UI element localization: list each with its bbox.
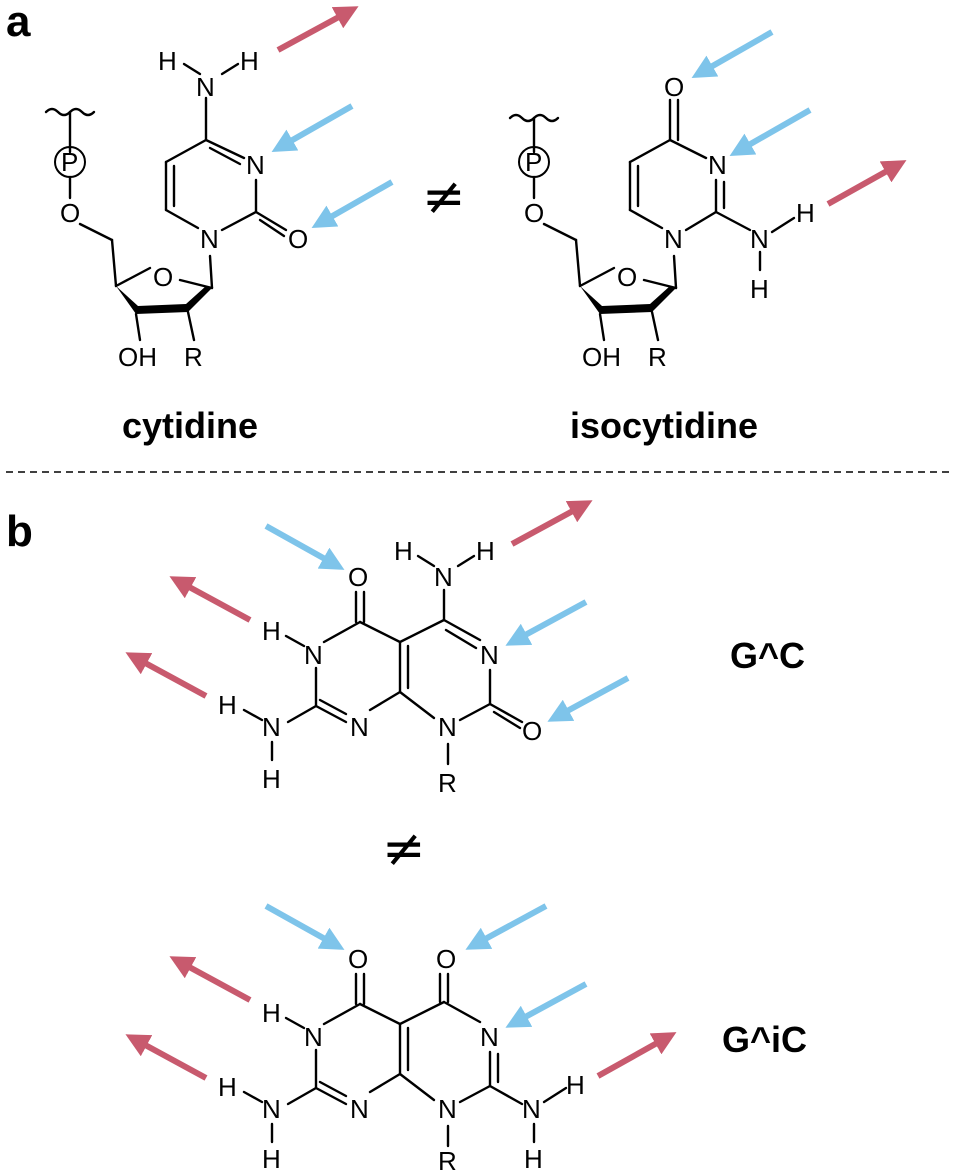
gc-structure: N N O H N H H N N O R (125, 500, 630, 798)
atom-H: H (524, 1144, 543, 1174)
label-isocytidine: isocytidine (570, 405, 758, 446)
not-equal-a: ≠ (422, 167, 466, 227)
atom-H: H (218, 690, 237, 720)
atom-OH: OH (582, 342, 621, 372)
atom-H: H (566, 1070, 585, 1100)
atom-N: N (438, 712, 457, 742)
acceptor-arrow (264, 903, 345, 950)
atom-N: N (480, 640, 499, 670)
donor-arrow (125, 1034, 208, 1081)
atom-R: R (438, 1146, 457, 1174)
atom-O: O (664, 72, 684, 102)
acceptor-arrow (505, 981, 588, 1028)
atom-N: N (304, 1022, 323, 1052)
label-gc: G^C (730, 635, 805, 676)
atom-N: N (262, 1094, 281, 1124)
donor-arrow (276, 6, 359, 53)
atom-H: H (750, 274, 769, 304)
atom-N: N (664, 224, 683, 254)
atom-N: N (246, 150, 265, 180)
acceptor-arrow (264, 523, 345, 570)
donor-arrow (169, 956, 252, 1003)
acceptor-arrow (729, 107, 812, 156)
atom-N: N (350, 712, 369, 742)
panel-label-b: b (6, 507, 33, 556)
acceptor-arrow (311, 179, 394, 228)
acceptor-arrow (465, 903, 548, 950)
label-gic: G^iC (722, 1019, 807, 1060)
acceptor-arrow (271, 103, 354, 152)
donor-arrow (826, 160, 907, 207)
atom-H: H (262, 616, 281, 646)
acceptor-arrow (547, 675, 630, 722)
atom-O: O (522, 716, 542, 746)
atom-N: N (708, 150, 727, 180)
atom-H: H (394, 536, 413, 566)
atom-O: O (348, 944, 368, 974)
atom-N: N (304, 640, 323, 670)
atom-OH: OH (118, 342, 157, 372)
atom-H: H (262, 764, 281, 794)
atom-H: H (262, 1144, 281, 1174)
atom-O: O (348, 562, 368, 592)
gic-structure: N N O H N H H N N N H H R (125, 903, 677, 1174)
atom-O: O (60, 198, 80, 228)
isocytidine-structure: P O O OH R N N N H H O (508, 29, 907, 372)
donor-arrow (169, 576, 252, 623)
atom-H: H (158, 46, 177, 76)
donor-arrow (596, 1032, 677, 1079)
atom-O: O (524, 198, 544, 228)
atom-P: P (525, 147, 542, 177)
cytidine-structure: P O O OH R N N O N H H (44, 6, 394, 372)
atom-H: H (476, 536, 495, 566)
atom-H: H (218, 1072, 237, 1102)
atom-N: N (196, 72, 215, 102)
atom-R: R (184, 342, 203, 372)
acceptor-arrow (691, 29, 774, 78)
atom-P: P (61, 147, 78, 177)
atom-N: N (750, 224, 769, 254)
atom-N: N (200, 224, 219, 254)
atom-N: N (350, 1094, 369, 1124)
atom-O: O (436, 944, 456, 974)
not-equal-b: ≠ (382, 819, 426, 879)
panel-label-a: a (6, 0, 31, 46)
atom-H: H (262, 998, 281, 1028)
donor-arrow (510, 500, 593, 547)
atom-R: R (648, 342, 667, 372)
atom-N: N (480, 1022, 499, 1052)
atom-N: N (438, 1094, 457, 1124)
acceptor-arrow (505, 599, 588, 646)
atom-O: O (288, 224, 308, 254)
atom-H: H (240, 46, 259, 76)
atom-O: O (617, 262, 637, 292)
atom-O: O (153, 262, 173, 292)
donor-arrow (125, 652, 208, 699)
atom-N: N (262, 712, 281, 742)
atom-H: H (796, 198, 815, 228)
atom-R: R (438, 768, 457, 798)
label-cytidine: cytidine (122, 405, 258, 446)
atom-N: N (522, 1094, 541, 1124)
atom-N: N (434, 562, 453, 592)
